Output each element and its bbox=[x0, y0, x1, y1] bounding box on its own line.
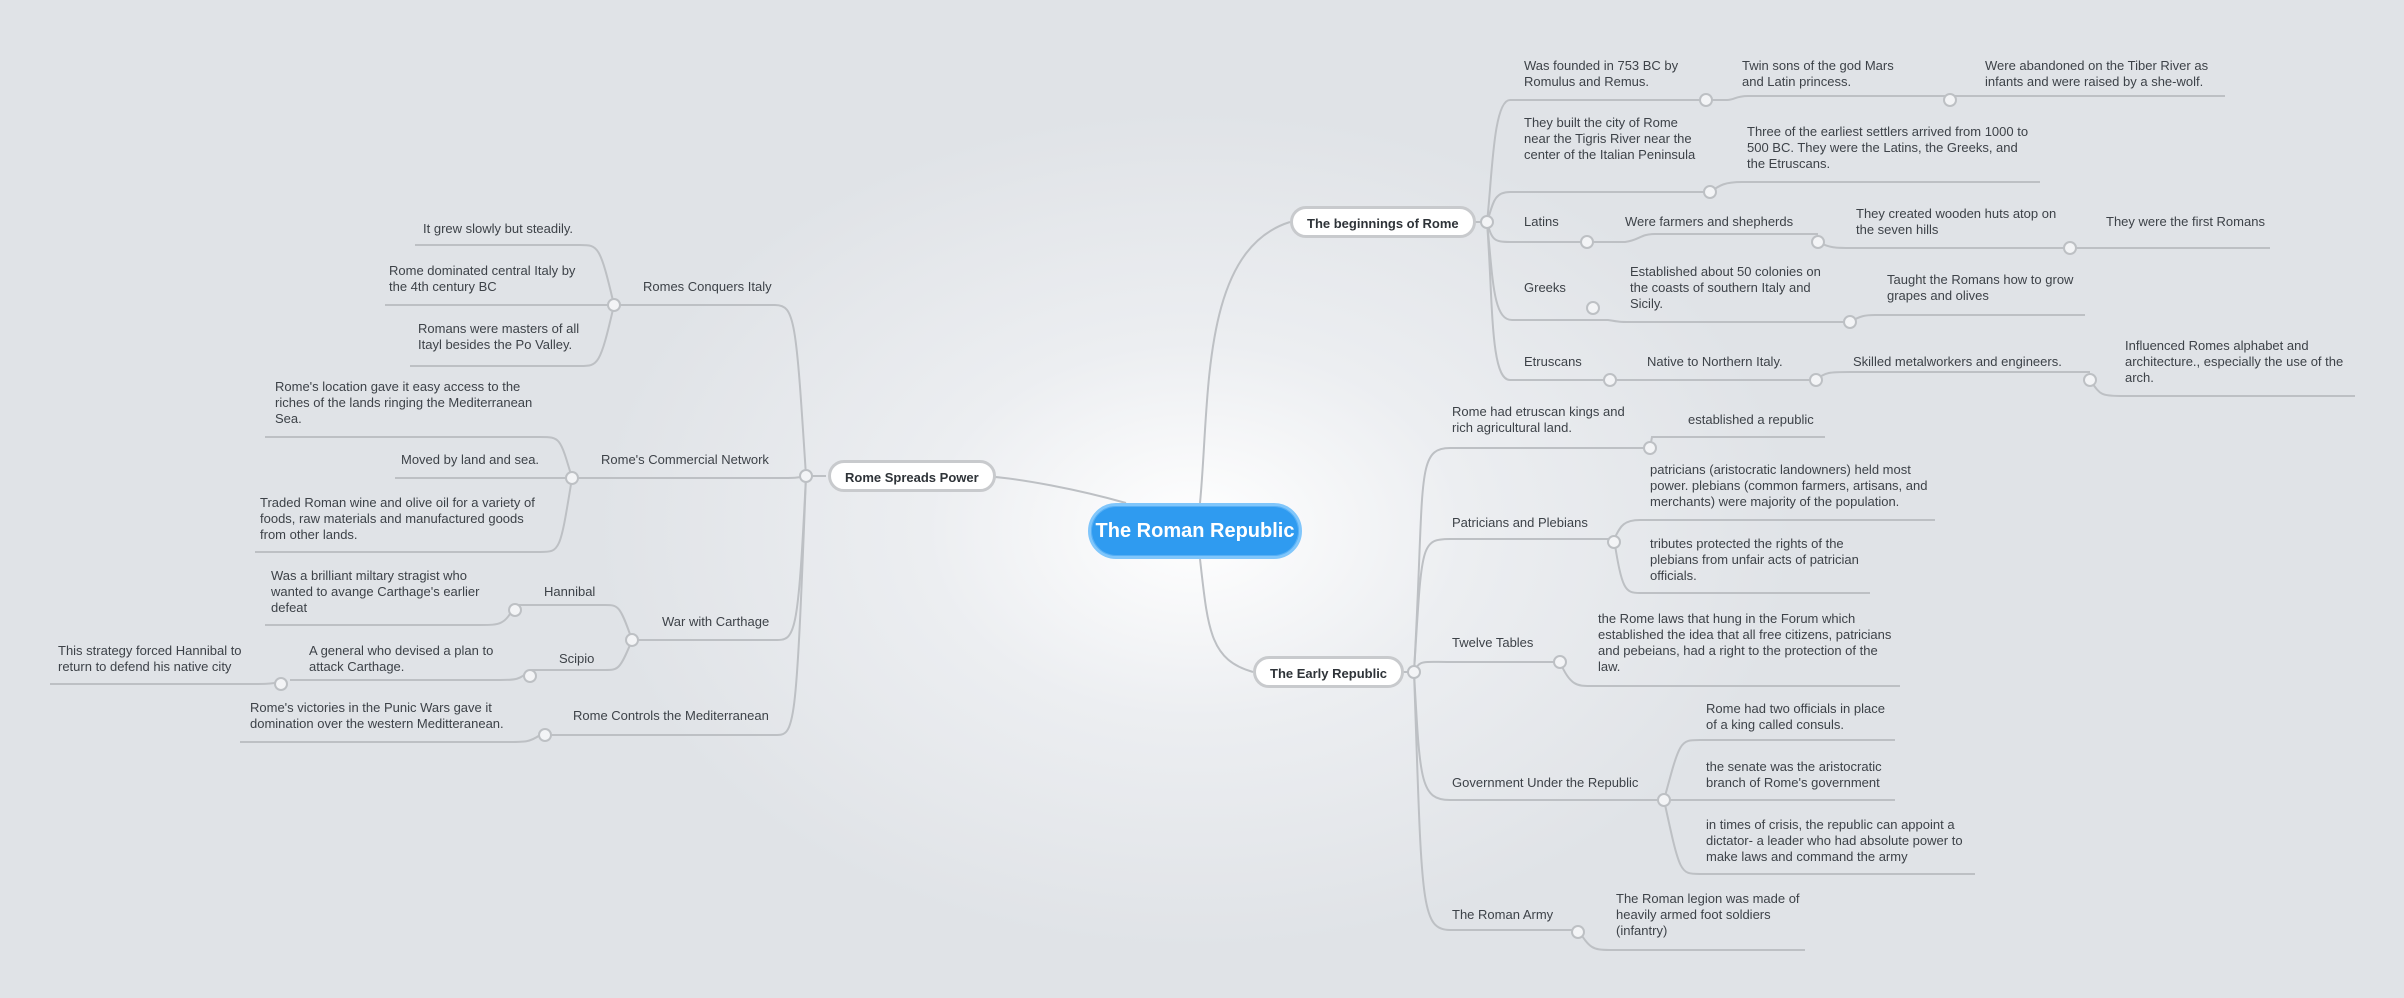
topic-twins[interactable]: Twin sons of the god Mars and Latin prin… bbox=[1742, 58, 1894, 89]
topic-dictator[interactable]: in times of crisis, the republic can app… bbox=[1706, 817, 1963, 864]
topic-grew-slowly[interactable]: It grew slowly but steadily. bbox=[423, 221, 574, 236]
topic-masters-italy[interactable]: Romans were masters of all Itayl besides… bbox=[418, 321, 580, 352]
branch-beginnings-of-rome[interactable]: The beginnings of Rome bbox=[1290, 206, 1476, 238]
topic-tables-laws[interactable]: the Rome laws that hung in the Forum whi… bbox=[1598, 611, 1892, 674]
topic-conquers-italy[interactable]: Romes Conquers Italy bbox=[643, 279, 772, 294]
topic-government[interactable]: Government Under the Republic bbox=[1452, 775, 1639, 790]
topic-established-republic[interactable]: established a republic bbox=[1688, 412, 1814, 427]
topic-etruscans-native[interactable]: Native to Northern Italy. bbox=[1647, 354, 1783, 369]
topic-etruscans-arch[interactable]: Influenced Romes alphabet and architectu… bbox=[2125, 338, 2344, 385]
topic-founded[interactable]: Was founded in 753 BC by Romulus and Rem… bbox=[1524, 58, 1679, 89]
topic-tributes[interactable]: tributes protected the rights of the ple… bbox=[1650, 536, 1859, 583]
topic-location[interactable]: Rome's location gave it easy access to t… bbox=[275, 379, 533, 426]
topic-hannibal-strategist[interactable]: Was a brilliant miltary stragist who wan… bbox=[271, 568, 480, 615]
topic-etruscans[interactable]: Etruscans bbox=[1524, 354, 1582, 369]
topic-greeks[interactable]: Greeks bbox=[1524, 280, 1566, 295]
topic-latins-first[interactable]: They were the first Romans bbox=[2106, 214, 2265, 229]
topic-patricians-plebians[interactable]: Patricians and Plebians bbox=[1452, 515, 1588, 530]
topic-punic-wars[interactable]: Rome's victories in the Punic Wars gave … bbox=[250, 700, 504, 731]
topic-greeks-grapes[interactable]: Taught the Romans how to grow grapes and… bbox=[1887, 272, 2074, 303]
topic-latins[interactable]: Latins bbox=[1524, 214, 1559, 229]
topic-patricians-power[interactable]: patricians (aristocratic landowners) hel… bbox=[1650, 462, 1928, 509]
topic-hannibal[interactable]: Hannibal bbox=[544, 584, 596, 599]
topic-consuls[interactable]: Rome had two officials in place of a kin… bbox=[1706, 701, 1885, 732]
topic-latins-farmers[interactable]: Were farmers and shepherds bbox=[1625, 214, 1794, 229]
topic-greeks-colonies[interactable]: Established about 50 colonies on the coa… bbox=[1630, 264, 1821, 311]
topic-built[interactable]: They built the city of Rome near the Tig… bbox=[1524, 115, 1696, 162]
topic-traded-wine[interactable]: Traded Roman wine and olive oil for a va… bbox=[260, 495, 535, 542]
topic-twelve-tables[interactable]: Twelve Tables bbox=[1452, 635, 1534, 650]
branch-rome-spreads-power[interactable]: Rome Spreads Power bbox=[828, 460, 996, 492]
topic-scipio-plan[interactable]: A general who devised a plan to attack C… bbox=[309, 643, 494, 674]
topic-controls-mediterranean[interactable]: Rome Controls the Mediterranean bbox=[573, 708, 769, 723]
topic-etruscans-skilled[interactable]: Skilled metalworkers and engineers. bbox=[1853, 354, 2062, 369]
topic-etruscan-kings[interactable]: Rome had etruscan kings and rich agricul… bbox=[1452, 404, 1625, 435]
topic-abandoned[interactable]: Were abandoned on the Tiber River as inf… bbox=[1985, 58, 2209, 89]
root-topic[interactable]: The Roman Republic bbox=[1088, 503, 1302, 559]
topic-moved-land-sea[interactable]: Moved by land and sea. bbox=[401, 452, 540, 467]
topic-war-carthage[interactable]: War with Carthage bbox=[662, 614, 770, 629]
branch-early-republic[interactable]: The Early Republic bbox=[1253, 656, 1405, 688]
topic-roman-army[interactable]: The Roman Army bbox=[1452, 907, 1554, 922]
topic-legion[interactable]: The Roman legion was made of heavily arm… bbox=[1616, 891, 1800, 938]
topic-scipio-forced[interactable]: This strategy forced Hannibal to return … bbox=[58, 643, 242, 674]
topic-settlers[interactable]: Three of the earliest settlers arrived f… bbox=[1747, 124, 2029, 171]
topic-latins-huts[interactable]: They created wooden huts atop on the sev… bbox=[1856, 206, 2057, 237]
topic-scipio[interactable]: Scipio bbox=[559, 651, 595, 666]
topic-senate[interactable]: the senate was the aristocratic branch o… bbox=[1706, 759, 1882, 790]
topic-dominated-central[interactable]: Rome dominated central Italy by the 4th … bbox=[389, 263, 576, 294]
topic-commercial-network[interactable]: Rome's Commercial Network bbox=[601, 452, 769, 467]
